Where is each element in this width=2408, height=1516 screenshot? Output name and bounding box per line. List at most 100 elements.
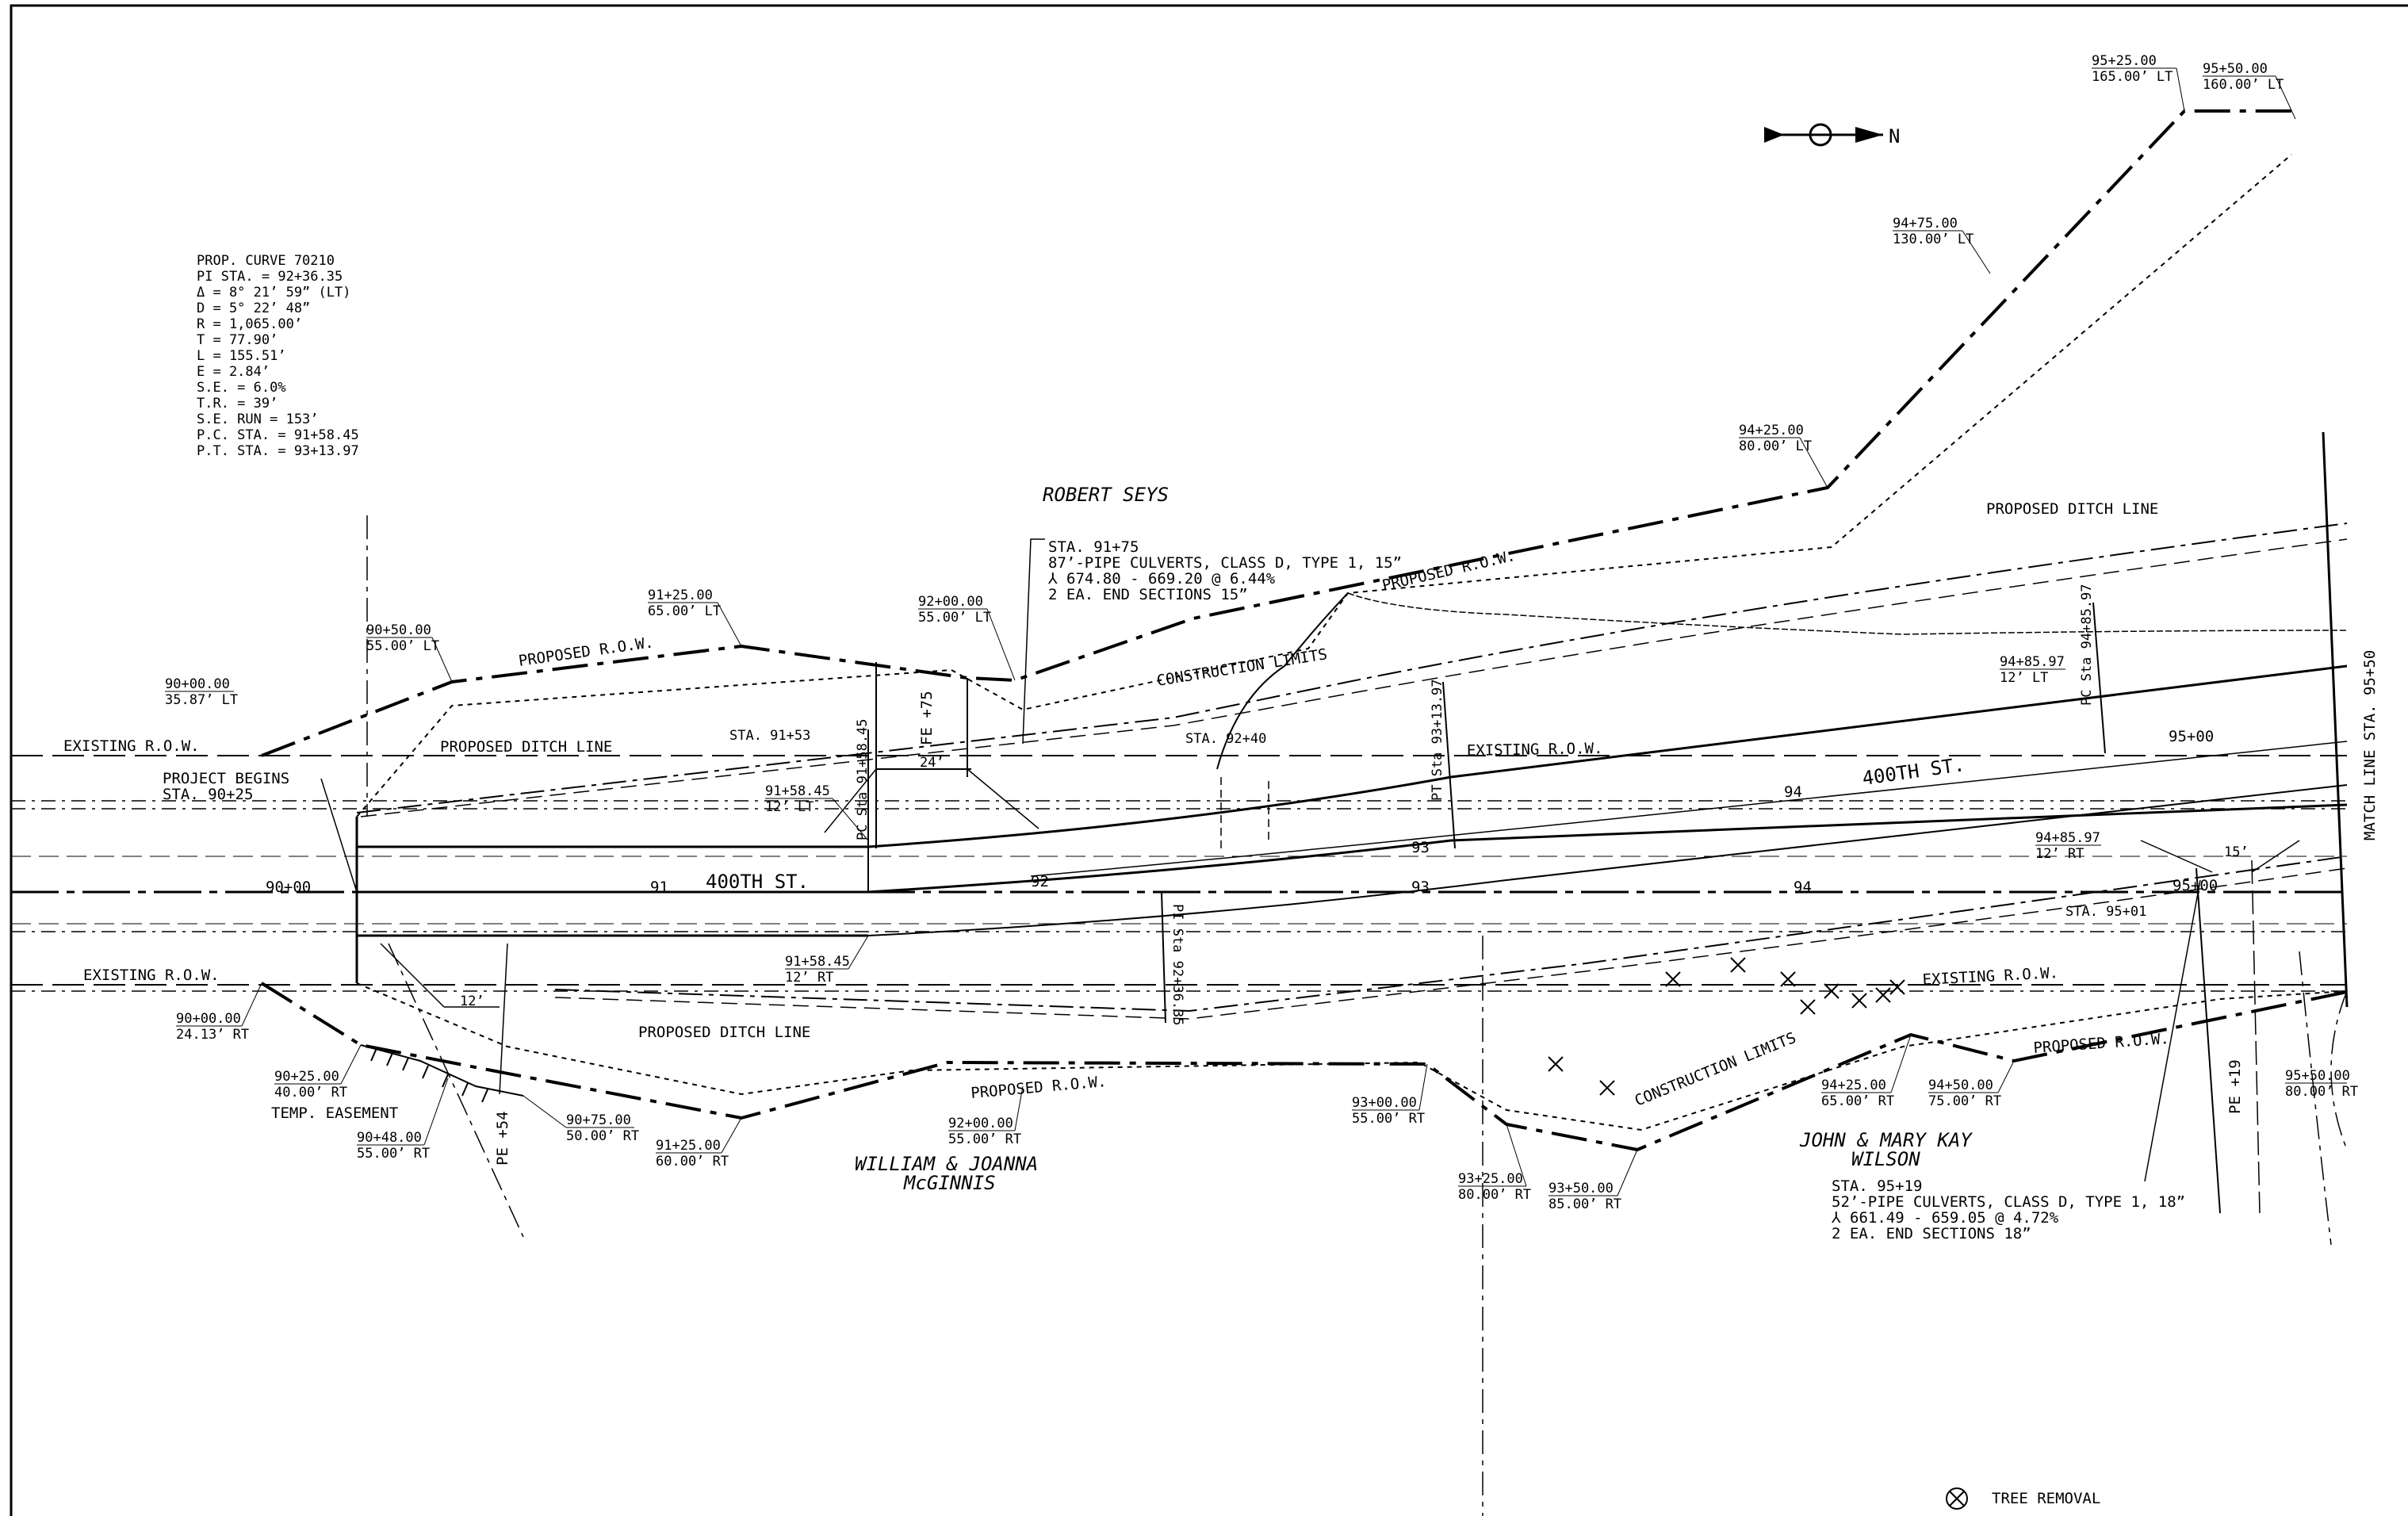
owner-south-1: WILLIAM & JOANNA — [855, 1153, 1038, 1175]
tree-removal-icon — [1780, 971, 1796, 987]
curve-line: E = 2.84’ — [197, 364, 270, 380]
ditch-line-label: PROPOSED DITCH LINE — [440, 738, 612, 756]
culvert-note-line: 2 EA. END SECTIONS 18” — [1832, 1225, 2031, 1242]
owner-east-2: WILSON — [1851, 1148, 1920, 1170]
curve-line: PROP. CURVE 70210 — [197, 253, 335, 269]
curve-line: R = 1,065.00’ — [197, 316, 302, 332]
proposed-row-lines — [260, 109, 2352, 1152]
curve-line: L = 155.51’ — [197, 348, 286, 364]
tree-removal-icon — [1665, 971, 1681, 987]
tree-removal-icon — [1599, 1080, 1615, 1096]
north-label: N — [1889, 125, 1900, 147]
svg-text:93+00.00: 93+00.00 — [1352, 1095, 1417, 1111]
station-90: 90+00 — [266, 879, 311, 896]
curve-line: S.E. RUN = 153’ — [197, 412, 319, 427]
culvert-note-line: STA. 95+19 — [1832, 1177, 1922, 1195]
tree-removal-icon — [1800, 999, 1816, 1015]
culvert-note-north: STA. 91+75 87’-PIPE CULVERTS, CLASS D, T… — [1022, 538, 1402, 745]
existing-row-label: EXISTING R.O.W. — [63, 737, 200, 755]
road-alignment — [11, 664, 2348, 992]
existing-row-label: EXISTING R.O.W. — [83, 967, 220, 984]
existing-row-label: EXISTING R.O.W. — [1467, 740, 1603, 760]
proposed-row-label: PROPOSED R.O.W. — [970, 1073, 1108, 1102]
svg-text:94+75.00: 94+75.00 — [1893, 216, 1958, 232]
existing-row-lines — [11, 755, 2347, 986]
svg-text:91+25.00: 91+25.00 — [656, 1138, 721, 1154]
station-95-upper: 95+00 — [2169, 728, 2214, 745]
project-begins-label: PROJECT BEGINS — [163, 770, 289, 787]
proposed-ditch-lines — [356, 523, 2348, 1020]
svg-text:92+00.00: 92+00.00 — [918, 594, 983, 610]
legend-tree-removal: TREE REMOVAL — [1992, 1490, 2100, 1507]
svg-text:91+58.45: 91+58.45 — [785, 954, 850, 970]
svg-text:160.00’ LT: 160.00’ LT — [2203, 77, 2284, 93]
svg-text:95+50.00: 95+50.00 — [2203, 61, 2268, 77]
tree-removal-icon — [1889, 979, 1905, 995]
culvert-note-line: 2 EA. END SECTIONS 15” — [1048, 586, 1248, 603]
ditch-line-label: PROPOSED DITCH LINE — [1986, 500, 2158, 518]
curve-line: P.C. STA. = 91+58.45 — [197, 427, 359, 443]
north-arrow-icon: N — [1764, 123, 1900, 147]
culvert-note-south: STA. 95+19 52’-PIPE CULVERTS, CLASS D, T… — [1831, 879, 2201, 1242]
curve-line: T.R. = 39’ — [197, 396, 278, 412]
station-94-upper: 94 — [1784, 783, 1802, 801]
road-name-curve: 400TH ST. — [1861, 753, 1966, 790]
station-93-upper: 93 — [1411, 839, 1430, 856]
svg-text:90+75.00: 90+75.00 — [566, 1112, 631, 1128]
sta-9153-label: STA. 91+53 — [729, 728, 810, 744]
svg-text:40.00’ RT: 40.00’ RT — [274, 1085, 347, 1101]
svg-text:55.00’ RT: 55.00’ RT — [948, 1131, 1021, 1147]
svg-text:94+25.00: 94+25.00 — [1739, 423, 1804, 438]
svg-text:165.00’ LT: 165.00’ LT — [2092, 69, 2173, 85]
svg-text:55.00’ LT: 55.00’ LT — [918, 610, 991, 626]
legend: TREE REMOVAL — [1946, 1487, 2100, 1510]
tree-removal-icon — [1824, 983, 1839, 999]
svg-text:12’ RT: 12’ RT — [785, 970, 833, 986]
svg-text:35.87’ LT: 35.87’ LT — [165, 692, 238, 708]
pe54-label: PE +54 — [494, 1111, 511, 1166]
svg-text:93+50.00: 93+50.00 — [1549, 1181, 1614, 1196]
tree-removal-icon — [1730, 957, 1746, 973]
owner-east-1: JOHN & MARY KAY — [1799, 1129, 1973, 1151]
curve-line: PI STA. = 92+36.35 — [197, 269, 343, 285]
fe-label: FE +75 — [918, 691, 936, 745]
entrance-south: 12’ PE +54 — [380, 943, 524, 1238]
tree-removal-icon — [1548, 1056, 1564, 1072]
curve-stations: PC Sta 91+58.45 PT Sta 93+13.97 PI Sta 9… — [855, 584, 2106, 1026]
owner-north: ROBERT SEYS — [1043, 484, 1169, 506]
svg-text:65.00’ RT: 65.00’ RT — [1821, 1093, 1894, 1109]
svg-text:12’ LT: 12’ LT — [2000, 670, 2048, 686]
pt-sta-label: PT Sta 93+13.97 — [1430, 679, 1445, 801]
svg-text:90+25.00: 90+25.00 — [274, 1069, 339, 1085]
culvert-north: FE +75 24’ — [824, 662, 1269, 848]
tree-removal-marks — [1548, 957, 1905, 1096]
svg-text:94+85.97: 94+85.97 — [2000, 654, 2065, 670]
svg-text:60.00’ RT: 60.00’ RT — [656, 1154, 729, 1170]
match-line: MATCH LINE STA. 95+50 — [2322, 431, 2379, 1008]
dim-15: 15’ — [2224, 844, 2249, 860]
project-begins-station: STA. 90+25 — [163, 786, 253, 803]
culvert-note-line: 52’-PIPE CULVERTS, CLASS D, TYPE 1, 18” — [1832, 1193, 2185, 1211]
pc-sta-label: PC Sta 91+58.45 — [855, 718, 871, 840]
pc-sta2-label: PC Sta 94+85.97 — [2079, 584, 2095, 706]
culvert-note-line: ⅄ 674.80 - 669.20 @ 6.44% — [1047, 570, 1276, 588]
svg-text:95+25.00: 95+25.00 — [2092, 53, 2157, 69]
sheet-border — [10, 4, 2408, 1516]
